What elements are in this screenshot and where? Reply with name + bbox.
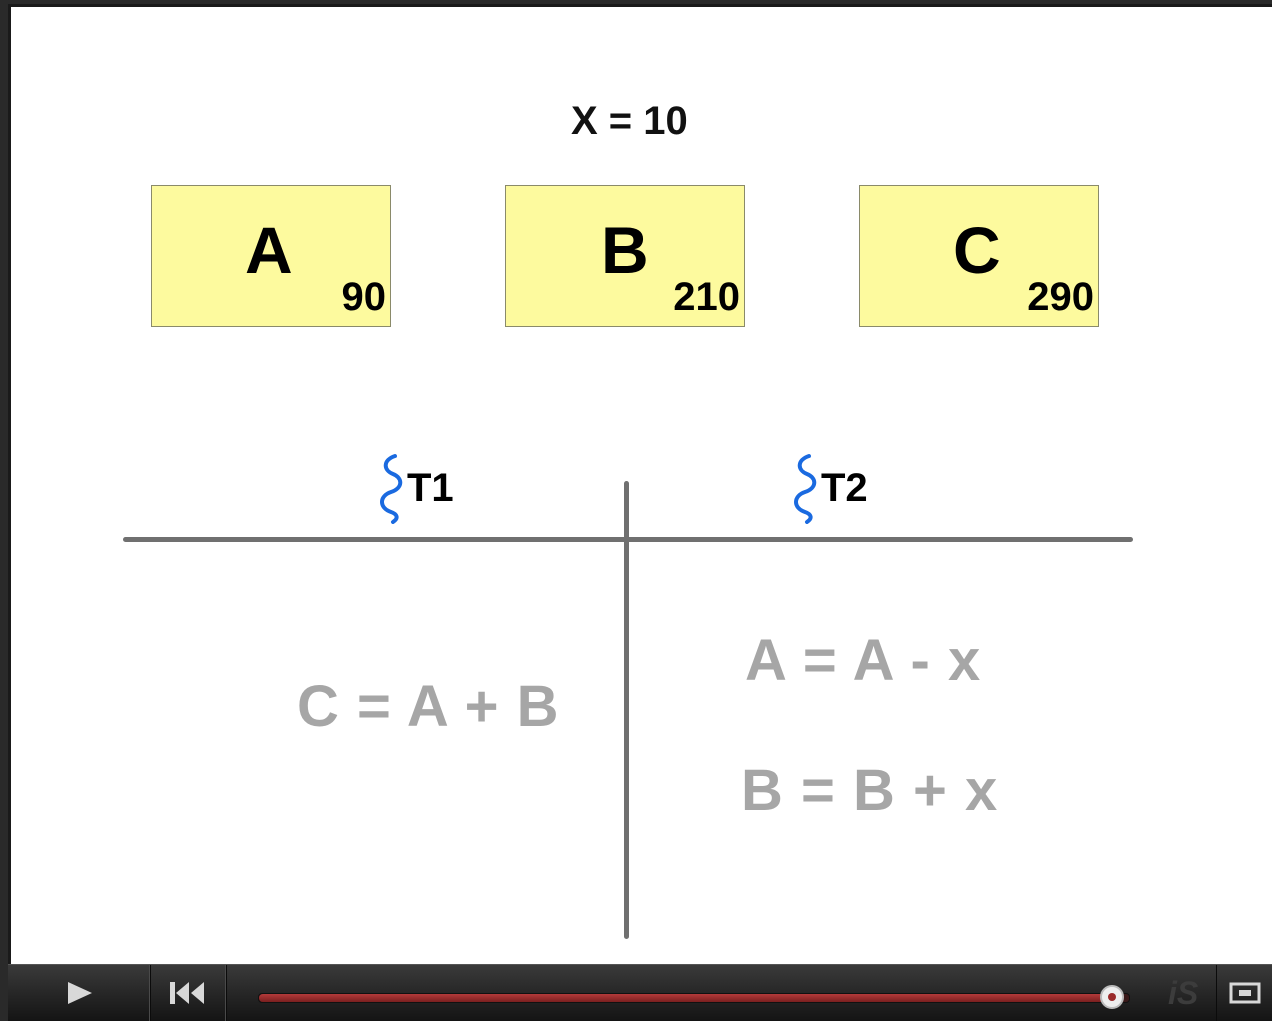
thread-name: T2 [821,465,868,510]
play-icon [68,982,92,1004]
t1-statement: C = A + B [297,674,560,739]
fullscreen-icon [1229,982,1261,1004]
seek-bar-handle[interactable] [1099,985,1124,1009]
box-value: 290 [1027,275,1094,319]
box-letter: A [245,213,293,287]
thread-icon [794,454,817,524]
seek-bar[interactable] [258,985,1130,1009]
thread-name: T1 [407,465,454,510]
thread-header-t1: T1 [375,451,454,525]
box-c: C 290 [859,185,1099,327]
slide-canvas: X = 10 A 90 B 210 C 290 T1 T2 C = A + B … [8,4,1272,964]
seek-handle-dot [1107,993,1116,1001]
thread-header-t2: T2 [789,451,868,525]
table-vertical-divider [624,481,629,939]
box-value: 210 [673,275,740,319]
t2-statement: A = A - x [745,628,982,693]
t2-statement: B = B + x [741,758,999,823]
thread-icon [380,454,403,524]
box-letter: C [953,213,1001,287]
skip-back-icon [170,982,204,1004]
box-b: B 210 [505,185,745,327]
box-a: A 90 [151,185,391,327]
x-value-label: X = 10 [571,99,688,143]
play-button[interactable] [8,965,151,1021]
rewind-button[interactable] [150,965,227,1021]
player-control-bar: iS [8,964,1272,1021]
fullscreen-button[interactable] [1216,965,1272,1021]
box-value: 90 [341,275,387,319]
player-logo: iS [1168,975,1199,1011]
seek-bar-progress [259,994,1112,1002]
box-letter: B [601,213,649,287]
